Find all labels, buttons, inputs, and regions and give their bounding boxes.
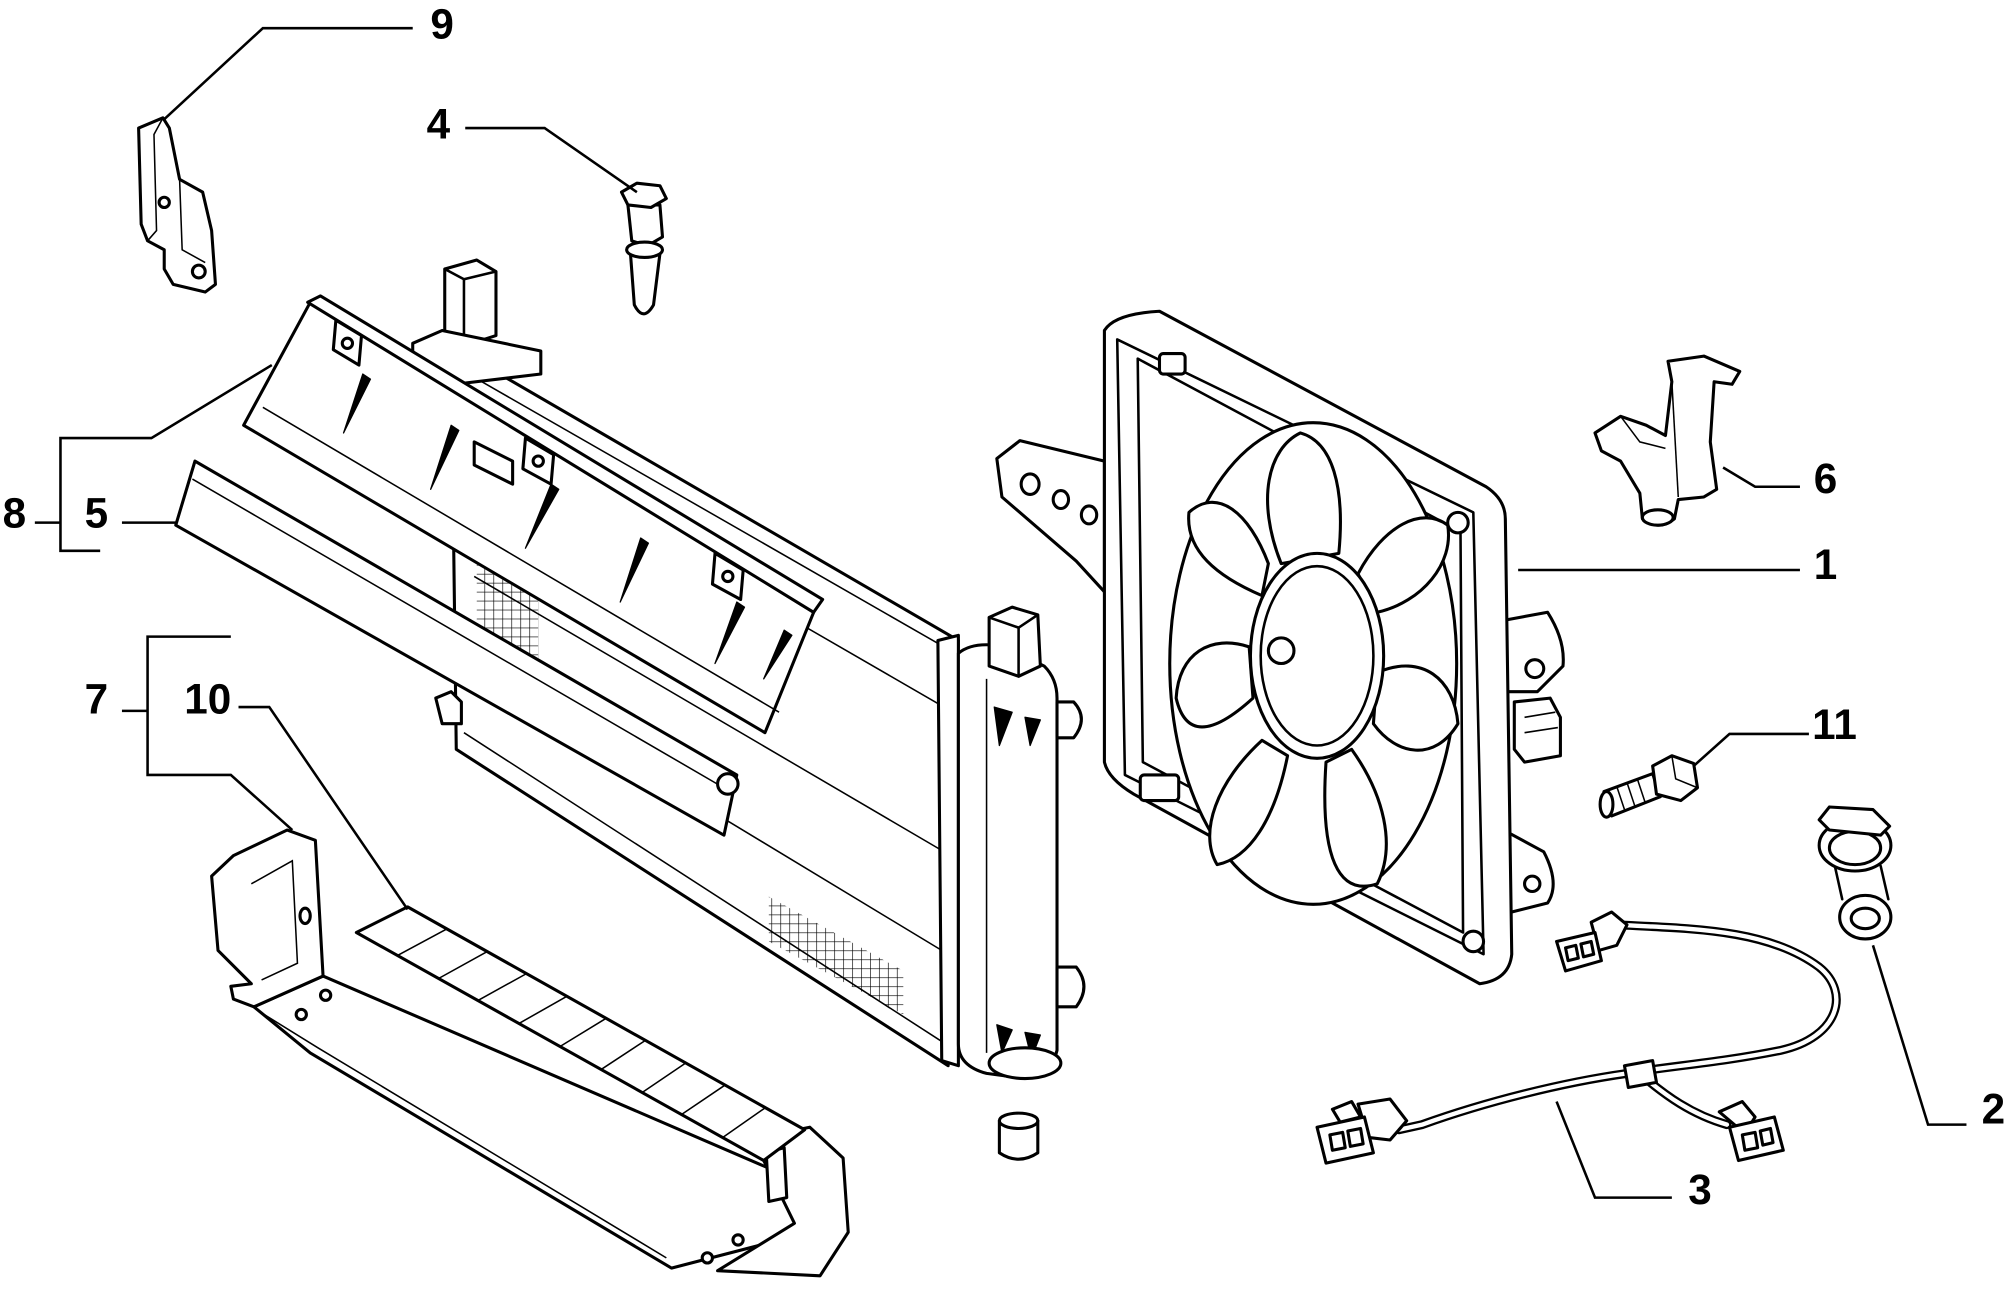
push-pin-fastener [619,181,668,316]
callout-10: 10 [184,675,231,722]
wiring-harness [1315,910,1841,1165]
hose-clamp [1817,805,1893,941]
callout-11: 11 [1812,701,1857,748]
bracket-clip [1593,354,1742,527]
seal-strip [174,459,740,837]
callout-9: 9 [430,0,454,47]
fan-shroud-assembly [995,309,1565,986]
leader-line-7 [146,635,294,831]
leader-line-4 [465,126,638,194]
lower-air-duct [354,905,807,1163]
upper-deflector [242,294,825,735]
callout-2: 2 [1982,1085,2006,1132]
leader-line-2 [1871,944,1967,1126]
callout-3: 3 [1688,1166,1712,1213]
callout-labels: 1 2 3 4 5 6 7 8 9 10 11 [3,0,2006,1213]
callout-5: 5 [85,490,109,537]
leader-line-6 [1722,466,1800,489]
leader-line-9 [162,26,413,122]
callout-7: 7 [85,675,109,722]
mounting-bracket [137,116,217,294]
drain-plug [997,1111,1040,1161]
leader-lines [34,26,1967,1199]
leader-line-8 [59,363,273,553]
callout-4: 4 [427,100,451,147]
leader-line-10 [238,705,409,911]
callout-8: 8 [3,490,27,537]
callout-1: 1 [1814,541,1838,588]
leader-line-3 [1555,1101,1672,1199]
leader-line-11 [1692,732,1809,767]
lower-deflector [210,828,850,1278]
bolt [1598,754,1700,819]
callout-6: 6 [1814,455,1838,502]
